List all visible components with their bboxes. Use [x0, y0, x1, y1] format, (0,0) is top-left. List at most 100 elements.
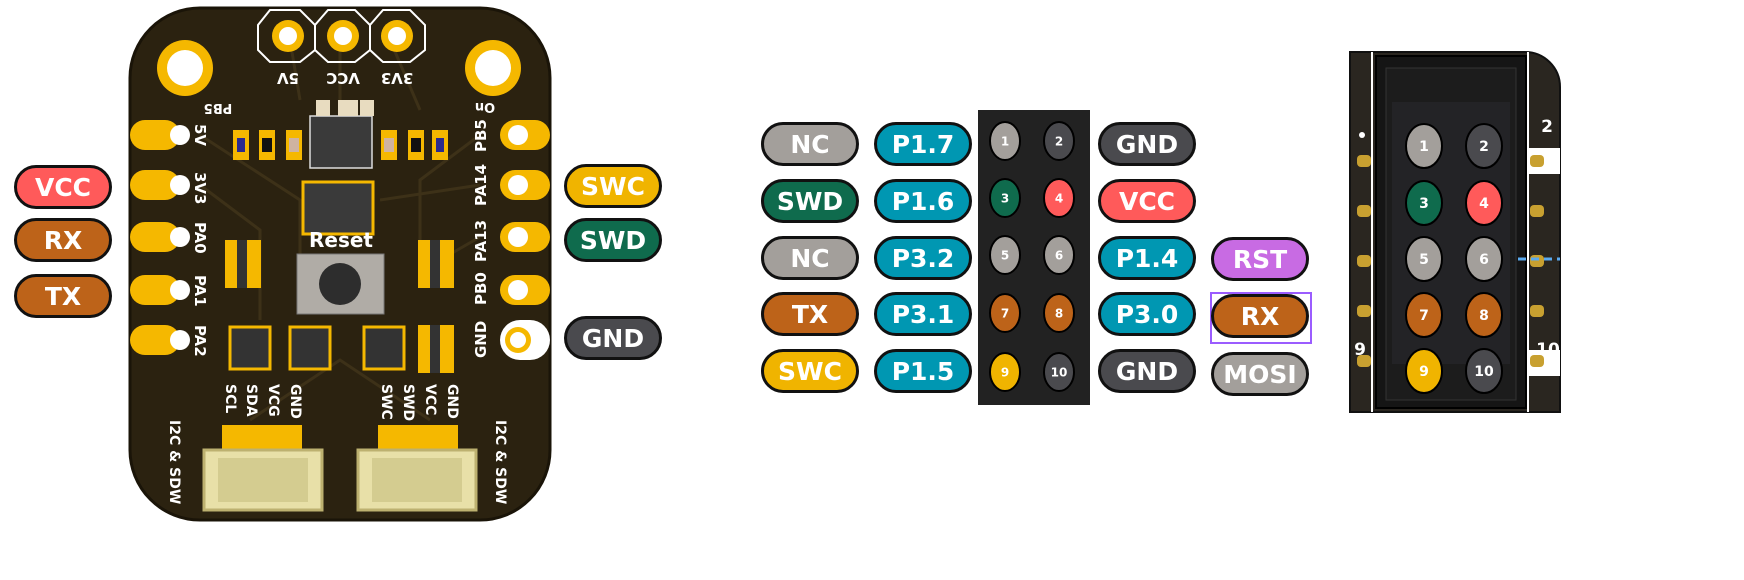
swd-pin-label: VCC — [422, 384, 438, 415]
pin-3 — [1405, 180, 1443, 226]
pin-number: 5 — [1001, 248, 1009, 262]
function-label: GND — [1098, 349, 1196, 393]
board-callout-swd: SWD — [564, 218, 662, 262]
swd-connector[interactable] — [356, 425, 478, 512]
connector-pin-10-label: 10 — [1536, 340, 1560, 360]
pin-5 — [989, 235, 1021, 275]
left-pin-label: PA0 — [191, 222, 209, 254]
i2c-pin-label: SDA — [243, 384, 259, 417]
function-label: TX — [761, 292, 859, 336]
components — [225, 100, 454, 373]
left-pin-label: PA2 — [191, 325, 209, 357]
pin-7 — [989, 293, 1021, 333]
pin-2 — [1043, 121, 1075, 161]
function-label: NC — [761, 122, 859, 166]
connector-label: I2C & SDW — [166, 420, 182, 504]
connector-label: I2C & SDW — [492, 420, 508, 504]
left-pin-label: 3V3 — [191, 172, 209, 204]
port-label: P3.2 — [874, 236, 972, 280]
board-callout-vcc: VCC — [14, 165, 112, 209]
port-label: P1.6 — [874, 179, 972, 223]
pin-number: 4 — [1479, 196, 1489, 212]
connector-pin-2-label: 2 — [1541, 117, 1553, 137]
right-pin-label: PA13 — [472, 220, 490, 262]
function-label: VCC — [1098, 179, 1196, 223]
pin-5 — [1405, 236, 1443, 282]
board-callout-gnd: GND — [564, 316, 662, 360]
top-label-vcc: VCC — [326, 69, 360, 87]
top-label-3v3: 3V3 — [381, 69, 413, 87]
pin-6 — [1043, 235, 1075, 275]
pin-4 — [1465, 180, 1503, 226]
pin-number: 3 — [1419, 196, 1429, 212]
port-label: P1.5 — [874, 349, 972, 393]
left-edge-pads — [130, 120, 180, 355]
pin-10 — [1465, 348, 1503, 394]
pin-number: 1 — [1001, 134, 1009, 148]
function-label: SWD — [761, 179, 859, 223]
pin-4 — [1043, 178, 1075, 218]
pcb-board: 5V VCC 3V3 PB5 On Reset — [128, 6, 552, 522]
pin-3 — [989, 178, 1021, 218]
top-label-5v: 5V — [277, 69, 299, 87]
left-pin-label: PA1 — [191, 275, 209, 307]
function-label: SWC — [761, 349, 859, 393]
extra-label-rx: RX — [1211, 294, 1309, 338]
extra-label-mosi: MOSI — [1211, 352, 1309, 396]
pin-number: 8 — [1055, 306, 1063, 320]
right-pin-label: PB5 — [472, 119, 490, 152]
board-callout-tx: TX — [14, 274, 112, 318]
pin-number: 2 — [1055, 134, 1063, 148]
right-pin-label: PA14 — [472, 164, 490, 206]
pin-1 — [989, 121, 1021, 161]
pin-number: 5 — [1419, 252, 1429, 268]
function-label: P3.0 — [1098, 292, 1196, 336]
idc-connector: 2 9 10 — [1349, 51, 1561, 413]
pin-number: 8 — [1479, 308, 1489, 324]
pin-8 — [1465, 292, 1503, 338]
port-label: P3.1 — [874, 292, 972, 336]
top-header — [257, 9, 426, 63]
pin-2 — [1465, 123, 1503, 169]
pin-number: 10 — [1051, 365, 1068, 379]
pin-10 — [1043, 352, 1075, 392]
reset-label: Reset — [309, 228, 373, 252]
board-callout-swc: SWC — [564, 164, 662, 208]
i2c-connector[interactable] — [202, 425, 324, 512]
pin-8 — [1043, 293, 1075, 333]
swd-pin-label: GND — [444, 384, 460, 419]
board-callout-rx: RX — [14, 218, 112, 262]
function-label: NC — [761, 236, 859, 280]
pin-1 — [1405, 123, 1443, 169]
i2c-pin-label: SCL — [222, 384, 238, 413]
pin-number: 7 — [1419, 308, 1429, 324]
pin-number: 1 — [1419, 139, 1429, 155]
pin-number: 9 — [1001, 365, 1009, 379]
reset-button[interactable] — [296, 253, 385, 315]
pin-number: 6 — [1479, 252, 1489, 268]
pin-number: 10 — [1474, 364, 1494, 380]
pin-9 — [989, 352, 1021, 392]
function-label: GND — [1098, 122, 1196, 166]
pb5-led-label: PB5 — [204, 100, 232, 115]
pin-number: 6 — [1055, 248, 1063, 262]
right-pin-label: PB0 — [472, 272, 490, 305]
extra-label-rst: RST — [1211, 237, 1309, 281]
pin-7 — [1405, 292, 1443, 338]
pin-9 — [1405, 348, 1443, 394]
right-pin-label: GND — [472, 321, 490, 358]
connector-pin-9-label: 9 — [1354, 340, 1366, 360]
swd-pin-label: SWD — [400, 384, 416, 421]
pin-number: 2 — [1479, 139, 1489, 155]
swd-pin-label: SWC — [378, 384, 394, 420]
port-label: P1.7 — [874, 122, 972, 166]
pin-number: 4 — [1055, 191, 1063, 205]
function-label: P1.4 — [1098, 236, 1196, 280]
on-led-label: On — [475, 99, 495, 114]
pin-number: 3 — [1001, 191, 1009, 205]
pin-6 — [1465, 236, 1503, 282]
i2c-pin-label: VCG — [265, 384, 281, 417]
